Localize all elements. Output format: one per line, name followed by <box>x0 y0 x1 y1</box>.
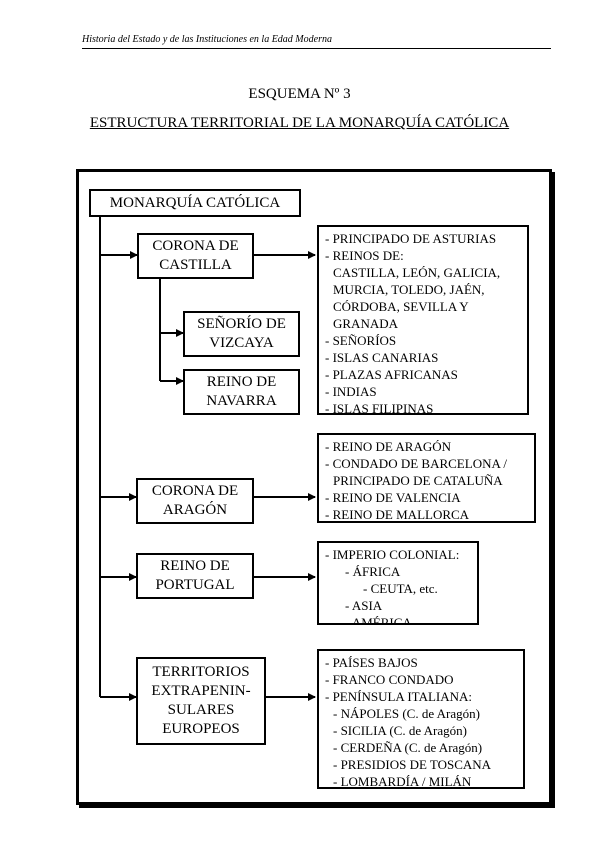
navarra-label-line-1: REINO DE <box>206 374 277 390</box>
diagram-frame <box>76 169 552 805</box>
portugal-label-line-2: PORTUGAL <box>155 577 235 593</box>
list-item: - AMÉRICA <box>345 615 412 625</box>
list-item: - ASIA <box>345 598 383 613</box>
header-rule <box>82 48 551 49</box>
list-item: - IMPERIO COLONIAL: <box>325 547 460 562</box>
list-item: - NÁPOLES (C. de Aragón) <box>333 706 480 721</box>
list-item: - REINO DE MALLORCA <box>325 507 470 522</box>
list-item: CASTILLA, LEÓN, GALICIA, <box>333 265 501 280</box>
navarra-box: REINO DE NAVARRA <box>183 369 300 415</box>
list-item: - PRESIDIOS DE TOSCANA <box>333 757 492 772</box>
root-label: MONARQUÍA CATÓLICA <box>109 194 281 211</box>
portugal-label-line-1: REINO DE <box>160 558 230 574</box>
list-item: - PRINCIPADO DE ASTURIAS <box>325 231 497 246</box>
castilla-label-line-1: CORONA DE <box>152 238 239 254</box>
running-header: Historia del Estado y de las Institucion… <box>82 34 332 45</box>
connector-root-trunk <box>99 213 101 697</box>
vizcaya-label-line-1: SEÑORÍO DE <box>197 316 286 332</box>
list-item: - PLAZAS AFRICANAS <box>325 367 458 382</box>
europeos-territories-list: - PAÍSES BAJOS - FRANCO CONDADO - PENÍNS… <box>317 649 525 789</box>
root-box: MONARQUÍA CATÓLICA <box>89 189 301 217</box>
list-item: - PAÍSES BAJOS <box>325 655 418 670</box>
list-item: - SICILIA (C. de Aragón) <box>333 723 467 738</box>
navarra-label-line-2: NAVARRA <box>206 393 277 409</box>
list-item: - INDIAS <box>325 384 377 399</box>
list-item: CÓRDOBA, SEVILLA Y <box>333 299 469 314</box>
list-item: - PENÍNSULA ITALIANA: <box>325 689 472 704</box>
list-item: - CERDEÑA (C. de Aragón) <box>333 740 483 755</box>
scheme-title: ESTRUCTURA TERRITORIAL DE LA MONARQUÍA C… <box>89 115 510 131</box>
aragon-label-line-2: ARAGÓN <box>162 502 228 518</box>
europeos-box: TERRITORIOS EXTRAPENIN- SULARES EUROPEOS <box>136 657 266 745</box>
connector-castilla-trunk <box>159 279 161 381</box>
aragon-label-line-1: CORONA DE <box>151 483 239 499</box>
list-item: - SEÑORÍOS <box>325 333 397 348</box>
vizcaya-label-line-2: VIZCAYA <box>209 335 274 351</box>
list-item: - CONDADO DE BARCELONA / <box>325 456 507 471</box>
europeos-label-line-1: TERRITORIOS <box>152 664 250 680</box>
aragon-territories-list: - REINO DE ARAGÓN - CONDADO DE BARCELONA… <box>317 433 536 523</box>
europeos-label-line-4: EUROPEOS <box>162 721 240 737</box>
europeos-label-line-3: SULARES <box>167 702 235 718</box>
aragon-box: CORONA DE ARAGÓN <box>136 478 254 524</box>
castilla-box: CORONA DE CASTILLA <box>137 233 254 279</box>
portugal-territories-list: - IMPERIO COLONIAL: - ÁFRICA - CEUTA, et… <box>317 541 479 625</box>
list-item: GRANADA <box>333 316 398 331</box>
scheme-number: ESQUEMA Nº 3 <box>248 86 351 102</box>
list-item: MURCIA, TOLEDO, JAÉN, <box>333 282 485 297</box>
list-item: - CEUTA, etc. <box>363 581 438 596</box>
castilla-label-line-2: CASTILLA <box>159 257 232 273</box>
list-item: PRINCIPADO DE CATALUÑA <box>333 473 503 488</box>
portugal-box: REINO DE PORTUGAL <box>136 553 254 599</box>
castilla-territories-list: - PRINCIPADO DE ASTURIAS - REINOS DE: CA… <box>317 225 529 415</box>
list-item: - FRANCO CONDADO <box>325 672 454 687</box>
list-item: - LOMBARDÍA / MILÁN <box>333 774 472 789</box>
europeos-label-line-2: EXTRAPENIN- <box>151 683 251 699</box>
list-item: - REINOS DE: <box>325 248 404 263</box>
list-item: - REINO DE ARAGÓN <box>325 439 452 454</box>
list-item: - ISLAS CANARIAS <box>325 350 439 365</box>
vizcaya-box: SEÑORÍO DE VIZCAYA <box>183 311 300 357</box>
list-item: - REINO DE VALENCIA <box>325 490 461 505</box>
list-item: - ISLAS FILIPINAS <box>325 401 434 415</box>
list-item: - ÁFRICA <box>345 564 401 579</box>
